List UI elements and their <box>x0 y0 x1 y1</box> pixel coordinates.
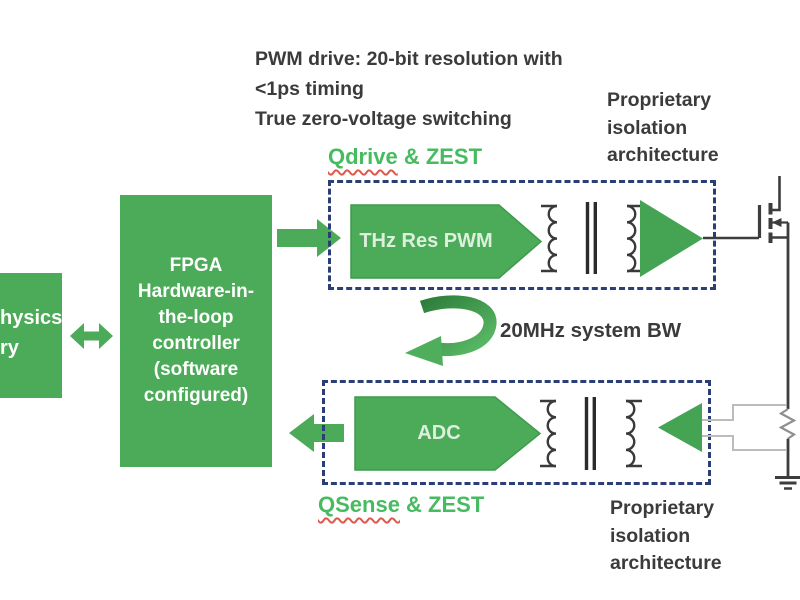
adc-block-label: ADC <box>417 422 461 444</box>
pwm-drive-note: PWM drive: 20-bit resolution with <1ps t… <box>255 48 563 130</box>
ground-icon <box>775 476 800 490</box>
sense-wires <box>702 404 786 451</box>
pwm-block-label: THz Res PWM <box>359 230 493 252</box>
physics-model-box-label: hysics ry <box>0 307 63 359</box>
fpga-controller-box: FPGA Hardware-in- the-loop controller (s… <box>120 195 272 467</box>
bandwidth-label: 20MHz system BW <box>500 319 682 342</box>
proprietary-isolation-note-top: Proprietary isolation architecture <box>607 89 719 166</box>
qdrive-heading: Qdrive & ZEST <box>328 144 483 169</box>
proprietary-isolation-note-bottom: Proprietary isolation architecture <box>610 497 722 574</box>
physics-model-box: hysics ry <box>0 273 62 398</box>
sense-resistor-icon <box>778 408 797 477</box>
bidirectional-arrow-icon <box>70 323 113 349</box>
qsense-heading: QSense & ZEST <box>318 492 485 517</box>
loopback-arrow-icon <box>405 295 497 366</box>
